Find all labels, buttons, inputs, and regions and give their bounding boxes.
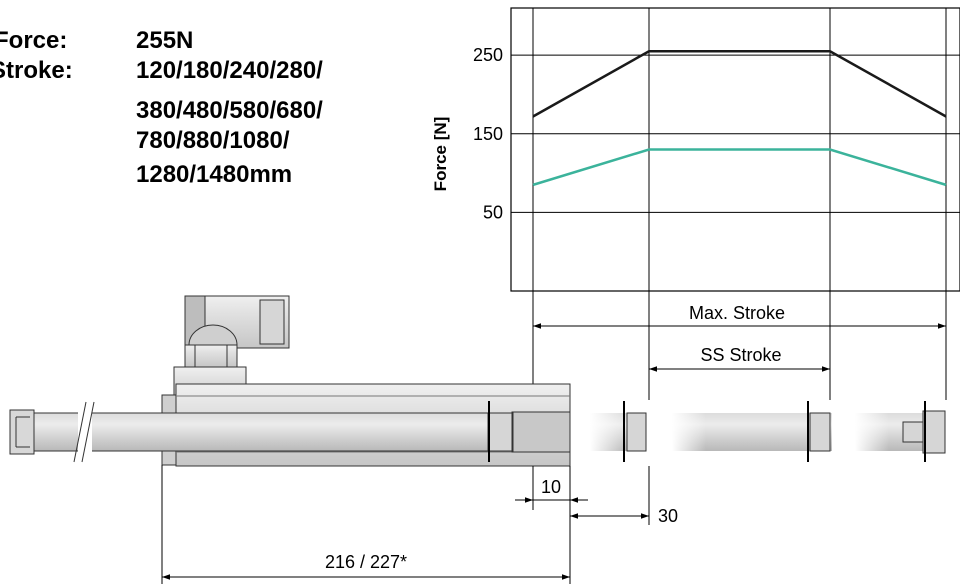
dim-216-label: 216 / 227* (325, 552, 407, 572)
stroke-line-1: 120/180/240/280/ (136, 57, 323, 84)
chart-series (532, 49, 947, 187)
y-tick-label: 150 (473, 124, 503, 144)
stroke-label: Stroke: (0, 57, 73, 84)
bottom-extension-lines (161, 465, 650, 584)
y-tick-label: 50 (483, 202, 503, 222)
max-stroke-dimension: Max. Stroke (533, 303, 946, 329)
ss-stroke-label: SS Stroke (700, 345, 781, 365)
stroke-line-3: 780/880/1080/ (136, 127, 290, 154)
valve-nut (184, 344, 238, 368)
dim-30: 30 (570, 506, 678, 526)
force-curve-2 (532, 148, 947, 187)
dim-10-label: 10 (541, 477, 561, 497)
left-rod (9, 401, 514, 463)
dim-30-label: 30 (658, 506, 678, 526)
force-label: Force: (0, 27, 68, 54)
dim-10: 10 (515, 477, 588, 503)
ss-stroke-dimension: SS Stroke (649, 345, 830, 372)
y-axis-label: Force [N] (431, 117, 450, 192)
stroke-line-2: 380/480/580/680/ (136, 97, 323, 124)
force-curve-1 (532, 49, 947, 118)
stroke-line-4: 1280/1480mm (136, 161, 293, 188)
extension-lines (532, 291, 947, 400)
max-stroke-label: Max. Stroke (689, 303, 785, 323)
extended-rod (590, 401, 946, 462)
chart: 250 150 50 Force [N] (431, 7, 960, 292)
y-tick-label: 250 (473, 45, 503, 65)
force-value: 255N (136, 27, 194, 54)
y-tick-labels: 250 150 50 (473, 45, 503, 222)
dim-216: 216 / 227* (162, 552, 570, 580)
